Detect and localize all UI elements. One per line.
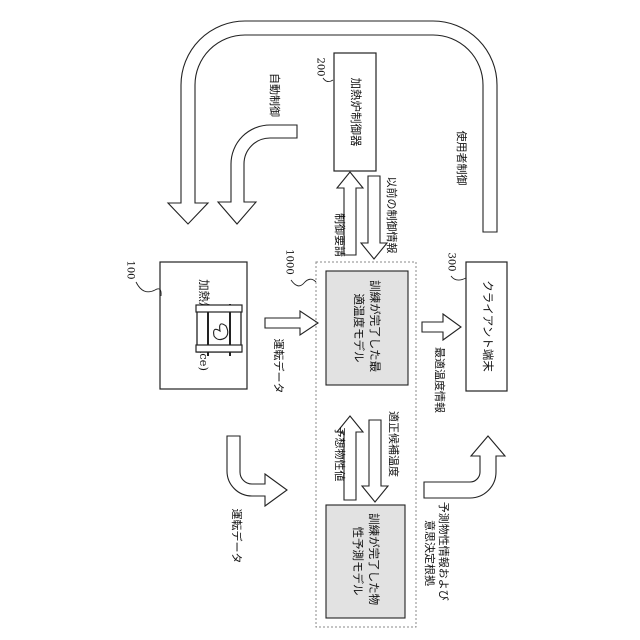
optimal-temp-model-line2: 適温度モデル bbox=[352, 294, 366, 363]
client-number: 300 bbox=[446, 252, 457, 271]
proper-candidate-temp-arrow bbox=[362, 420, 388, 502]
furnace-leader-line bbox=[136, 282, 161, 296]
auto-control-label: 自動制御 bbox=[268, 73, 282, 117]
predicted-info-arrow bbox=[424, 436, 505, 498]
previous-control-info-label: 以前の制御情報 bbox=[385, 177, 399, 254]
property-model-line2: 性予測モデル bbox=[351, 527, 365, 596]
optimal-temp-info-arrow bbox=[422, 314, 461, 340]
operation-data-label-top: 運転データ bbox=[272, 339, 286, 394]
property-model-line1: 訓練が完了した物 bbox=[367, 513, 381, 605]
operation-data-label-bottom: 運転データ bbox=[230, 509, 244, 564]
predicted-info-line1: 予測物性情報および bbox=[437, 502, 451, 601]
auto-control-arrow bbox=[218, 125, 297, 224]
system-number: 1000 bbox=[284, 249, 295, 274]
controller-leader-line bbox=[323, 78, 333, 82]
client-leader-line bbox=[451, 276, 466, 280]
controller-label: 加熱炉制御器 bbox=[349, 78, 363, 147]
client-label: クライアント端末 bbox=[481, 280, 495, 372]
optimal-temp-info-label: 最適温度情報 bbox=[433, 347, 447, 413]
control-request-label: 制御要請 bbox=[333, 213, 347, 257]
system-leader-line bbox=[291, 279, 316, 286]
predicted-property-label: 予想物性値 bbox=[333, 427, 347, 482]
optimal-temp-model-box bbox=[326, 271, 408, 385]
optimal-temp-model-line1: 訓練が完了した最 bbox=[368, 280, 382, 372]
predicted-info-label: 予測物性情報および 意思決定根拠 bbox=[423, 502, 451, 605]
proper-candidate-temp-label: 適正候補温度 bbox=[387, 411, 401, 477]
operation-data-arrow-bottom bbox=[227, 436, 287, 506]
user-control-label: 使用者制御 bbox=[455, 131, 469, 186]
user-control-arrow bbox=[168, 21, 497, 232]
furnace-icon bbox=[196, 304, 242, 356]
predicted-info-line2: 意思決定根拠 bbox=[423, 520, 437, 586]
operation-data-arrow-top bbox=[265, 311, 318, 335]
previous-control-info-arrow bbox=[361, 176, 387, 259]
controller-number: 200 bbox=[315, 57, 326, 76]
furnace-number: 100 bbox=[125, 260, 136, 279]
